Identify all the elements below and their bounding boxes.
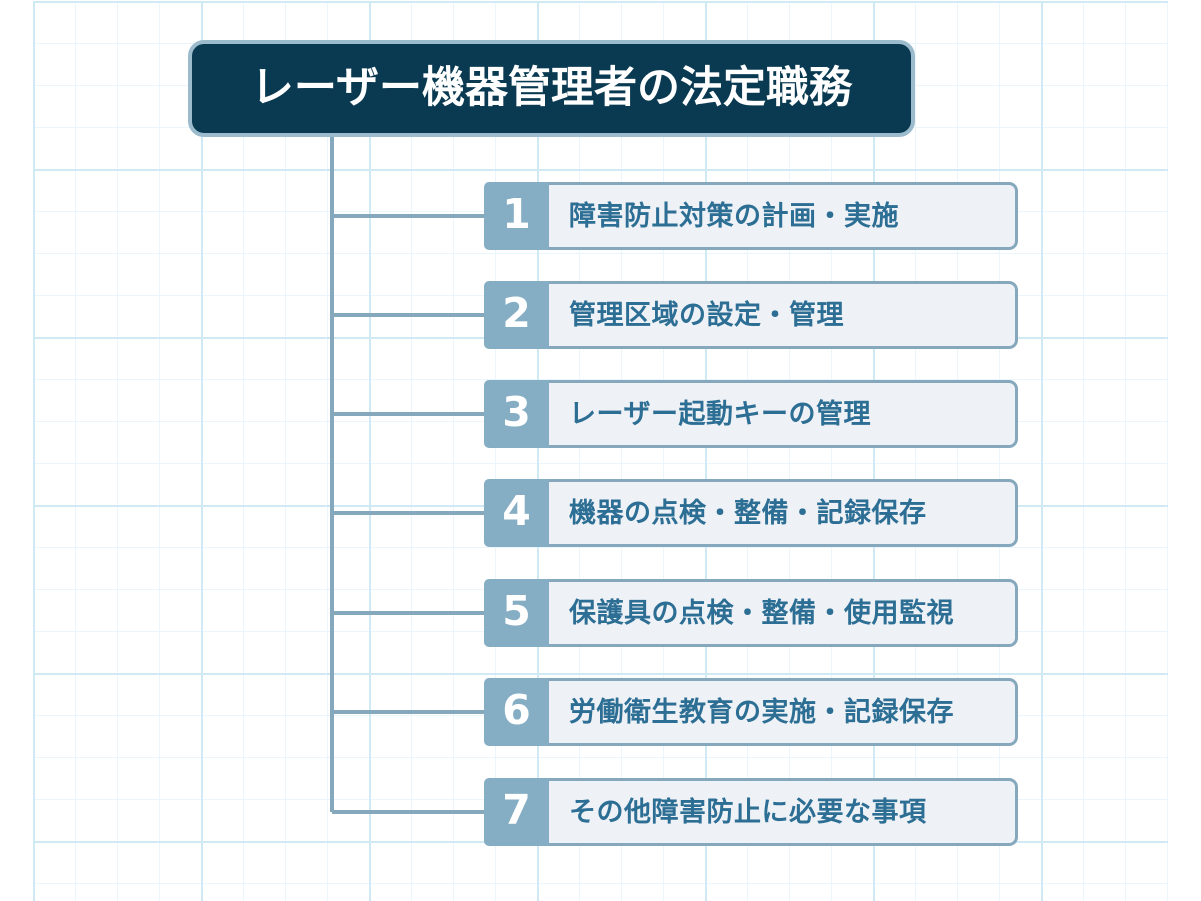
item-number-badge: 6 [484,678,549,746]
item-label: 保護具の点検・整備・使用監視 [569,597,954,629]
item-number-badge: 1 [484,182,549,250]
item-label: レーザー起動キーの管理 [569,398,871,430]
diagram-title-box: レーザー機器管理者の法定職務 [188,40,915,137]
list-item[interactable]: 2 管理区域の設定・管理 [484,281,1018,349]
list-item[interactable]: 1 障害防止対策の計画・実施 [484,182,1018,250]
item-number-badge: 7 [484,778,549,846]
item-label: 労働衛生教育の実施・記録保存 [569,696,954,728]
item-number-badge: 2 [484,281,549,349]
list-item[interactable]: 4 機器の点検・整備・記録保存 [484,479,1018,547]
item-number-badge: 5 [484,579,549,647]
item-label: 管理区域の設定・管理 [569,299,844,331]
item-label: 機器の点検・整備・記録保存 [569,497,927,529]
list-item[interactable]: 6 労働衛生教育の実施・記録保存 [484,678,1018,746]
grid-top-margin-mask [0,0,1201,1]
item-number-badge: 4 [484,479,549,547]
item-label: その他障害防止に必要な事項 [569,796,927,828]
list-item[interactable]: 5 保護具の点検・整備・使用監視 [484,579,1018,647]
list-item[interactable]: 7 その他障害防止に必要な事項 [484,778,1018,846]
item-label: 障害防止対策の計画・実施 [569,200,899,232]
list-item[interactable]: 3 レーザー起動キーの管理 [484,380,1018,448]
item-number-badge: 3 [484,380,549,448]
page-title: レーザー機器管理者の法定職務 [250,63,853,113]
